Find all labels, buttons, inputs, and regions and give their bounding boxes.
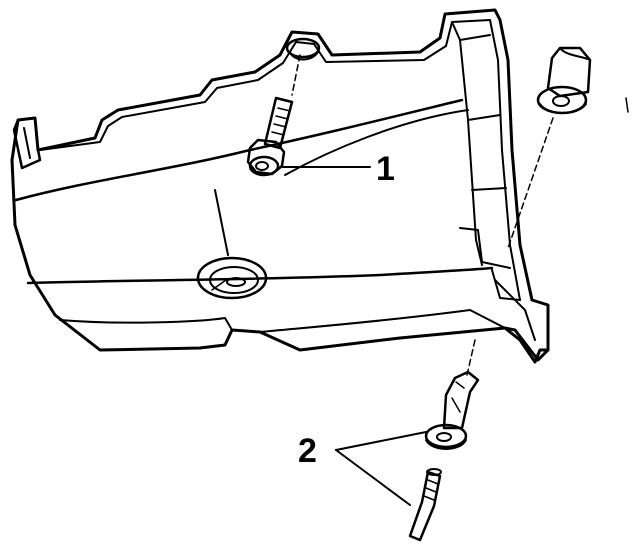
callout-2-leader-clip bbox=[335, 431, 427, 451]
callout-2-label: 2 bbox=[298, 432, 317, 470]
edge-mark bbox=[625, 97, 629, 113]
callout-1-label: 1 bbox=[376, 150, 395, 188]
clip-pin bbox=[408, 468, 442, 542]
bolt bbox=[246, 54, 301, 177]
expansion-clip bbox=[424, 339, 480, 450]
engine-cover-panel bbox=[10, 8, 550, 364]
grommet bbox=[507, 46, 592, 249]
callout-2-leader-pin bbox=[335, 449, 411, 506]
